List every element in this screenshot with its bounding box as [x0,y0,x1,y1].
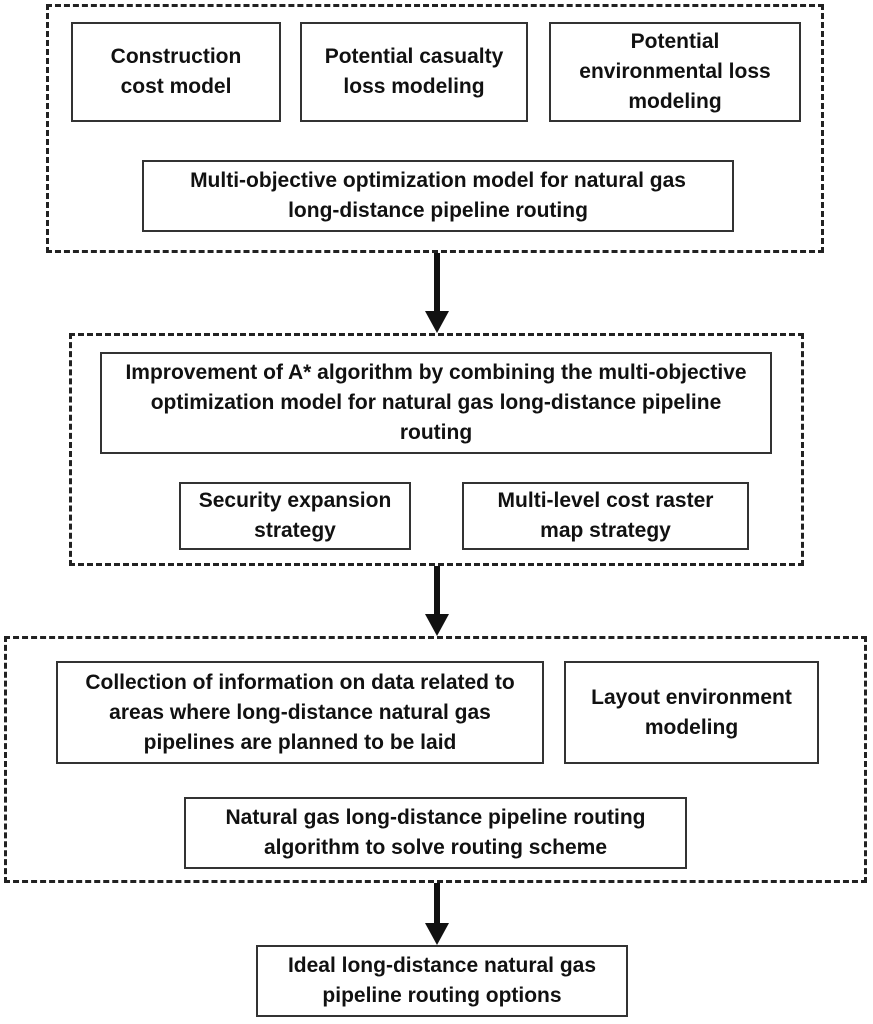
box-multi-level-cost-raster: Multi-level cost raster map strategy [462,482,749,550]
box-ideal-routing-options: Ideal long-distance natural gas pipeline… [256,945,628,1017]
arrow-1 [425,253,449,333]
box-layout-environment: Layout environment modeling [564,661,819,764]
box-potential-casualty-loss: Potential casualty loss modeling [300,22,528,122]
group-optimization-model [46,4,824,253]
arrow-3 [425,883,449,945]
box-security-expansion: Security expansion strategy [179,482,411,550]
group-a-star-improvement [69,333,804,566]
arrow-2 [425,566,449,636]
group-routing-solution [4,636,867,883]
box-data-collection: Collection of information on data relate… [56,661,544,764]
box-potential-environmental-loss: Potential environmental loss modeling [549,22,801,122]
box-a-star-improvement: Improvement of A* algorithm by combining… [100,352,772,454]
box-multi-objective-model: Multi-objective optimization model for n… [142,160,734,232]
box-routing-algorithm: Natural gas long-distance pipeline routi… [184,797,687,869]
box-construction-cost-model: Construction cost model [71,22,281,122]
